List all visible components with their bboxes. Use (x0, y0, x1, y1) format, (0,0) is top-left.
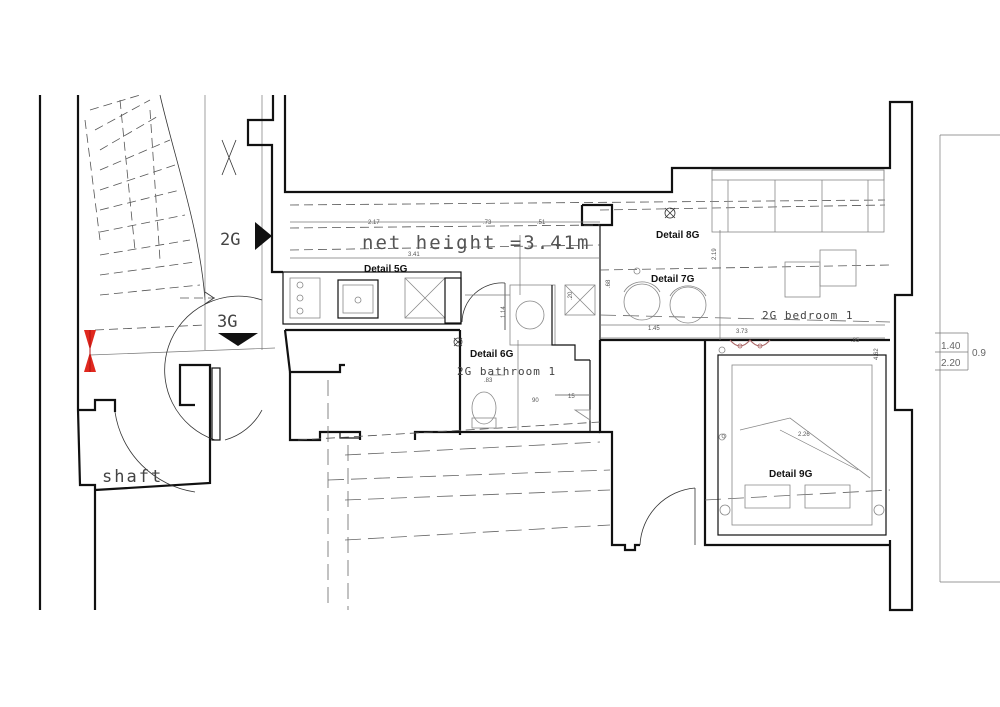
net-height-label: net height =3.41m (362, 232, 590, 254)
wall-light (729, 339, 771, 349)
bed (717, 354, 887, 536)
detail-7g-label: Detail 7G (651, 274, 695, 285)
dim-20: .20 (568, 291, 574, 300)
fire-hose-marker (84, 330, 96, 372)
svg-text:3G: 3G (217, 312, 237, 332)
dim-1-14: 1.14 (501, 306, 507, 318)
dim-4-62: 4.62 (874, 348, 880, 360)
dim-73: .73 (483, 220, 492, 226)
detail-9g-label: Detail 9G (769, 469, 813, 480)
shaft-room: shaft (76, 363, 212, 610)
dimension-values: 2.17 .73 .51 3.41 1.45 3.73 .95 2.26 .83… (368, 220, 880, 438)
edge-value-0-9: 0.9 (972, 348, 986, 359)
dim-2-19: 2.19 (712, 248, 718, 260)
edge-value-2-20: 2.20 (941, 358, 961, 369)
dim-90: 90 (532, 398, 539, 404)
detail-8g-label: Detail 8G (656, 230, 700, 241)
section-marker-3g: 3G (180, 291, 258, 346)
dim-2-26: 2.26 (798, 432, 810, 438)
kitchen-unit (282, 271, 462, 325)
dim-15: 15 (568, 394, 575, 400)
bathroom-fixtures (471, 284, 596, 432)
dim-1-45: 1.45 (648, 326, 660, 332)
shaft-label: shaft (102, 467, 163, 487)
bedroom-label: 2G bedroom 1 (762, 309, 853, 322)
staircase (38, 94, 276, 610)
svg-text:2G: 2G (220, 230, 240, 250)
bedroom-furniture (623, 169, 885, 441)
ceiling-projections (289, 199, 891, 610)
section-marker-2g: 2G (220, 222, 272, 250)
bathroom-label: 2G bathroom 1 (457, 365, 556, 378)
dim-83: .83 (484, 378, 493, 384)
apartment-walls (246, 95, 914, 612)
detail-5g-label: Detail 5G (364, 264, 408, 275)
edge-value-1-40: 1.40 (941, 341, 961, 352)
detail-cross-6g (453, 337, 463, 347)
detail-cross-8g (664, 207, 676, 219)
dim-3-41: 3.41 (408, 252, 420, 258)
window-elevation: 1.40 2.20 0.9 (935, 134, 1000, 583)
dim-51: .51 (537, 220, 546, 226)
dim-68: .68 (606, 279, 612, 288)
dim-95: .95 (851, 338, 860, 344)
dim-3-73: 3.73 (736, 329, 748, 335)
dim-2-17: 2.17 (368, 220, 380, 226)
corridor (164, 95, 263, 441)
dimension-lines (290, 221, 885, 471)
detail-6g-label: Detail 6G (470, 349, 514, 360)
